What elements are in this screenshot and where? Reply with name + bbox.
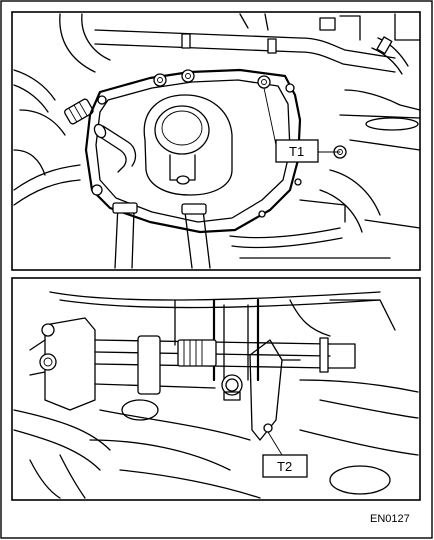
upper-panel-border [11,11,421,271]
callout-t1-label: T1 [289,144,304,159]
bolt-top-mid [181,69,195,83]
callout-t1: T1 [275,139,319,163]
bolt-top-right [257,75,271,89]
figure-code: EN0127 [370,513,410,525]
bolt-top-left [153,73,167,87]
lower-panel-border [11,277,421,501]
callout-t2: T2 [262,454,308,478]
callout-t2-label: T2 [277,459,292,474]
upper-engine-illustration [13,13,421,269]
lower-engine-illustration [13,291,419,499]
